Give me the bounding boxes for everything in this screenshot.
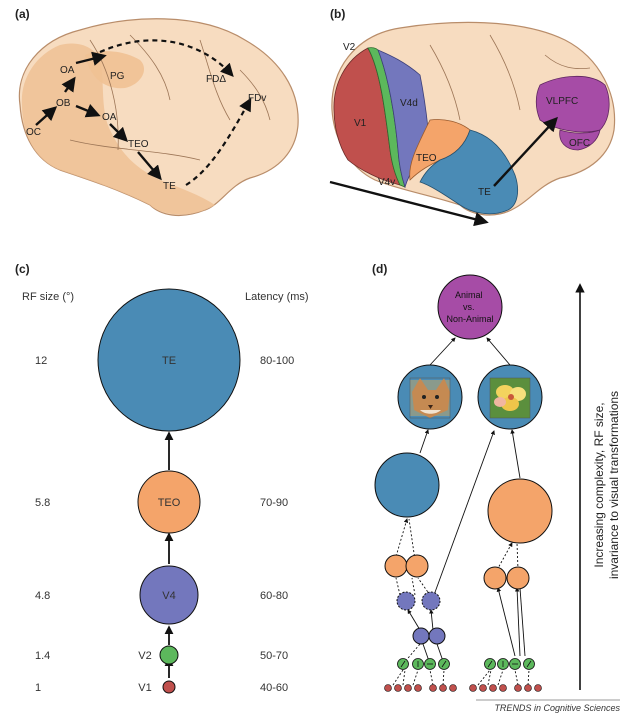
node-v4-small xyxy=(396,591,416,611)
network-connections xyxy=(392,337,530,686)
arrow-ob-oa2 xyxy=(75,103,101,118)
latency-v1: 40-60 xyxy=(260,682,288,694)
arrow-oa-teo xyxy=(109,123,129,143)
node-animal-label: Animal vs. Non-Animal xyxy=(446,290,493,324)
node-teo-small xyxy=(405,554,429,578)
latency-teo: 70-90 xyxy=(260,497,288,509)
node-teo-right xyxy=(487,478,553,544)
v1-nodes xyxy=(384,684,542,692)
node-teo-small xyxy=(483,566,507,590)
node-v4-small xyxy=(421,591,441,611)
arrow-teo-te xyxy=(137,151,162,181)
v2-nodes xyxy=(397,658,535,670)
latency-v2: 50-70 xyxy=(260,650,288,662)
label-teo: TEO xyxy=(128,139,149,150)
brain-a xyxy=(18,18,299,217)
circle-v1-label: V1 xyxy=(138,682,151,694)
node-te-left xyxy=(374,452,440,518)
label-v4v: V4v xyxy=(378,177,395,188)
axis-label-line2: invariance to visual transformations xyxy=(607,391,621,579)
area-te xyxy=(419,129,519,215)
panel-b-label: (b) xyxy=(330,7,345,21)
label-te-b: TE xyxy=(478,187,491,198)
credit-text: TRENDS in Cognitive Sciences xyxy=(494,703,620,713)
node-cat-image xyxy=(397,364,463,430)
label-oa: OA xyxy=(60,65,75,76)
node-v4-small xyxy=(412,627,430,645)
node-teo-small xyxy=(506,566,530,590)
circle-v1 xyxy=(162,680,176,694)
sulcus xyxy=(544,54,591,70)
node-animal-vs-non-animal xyxy=(437,274,503,340)
circle-teo-label: TEO xyxy=(158,497,181,509)
arrow-oa-pg xyxy=(75,51,107,66)
arrow-ventral-stream xyxy=(329,180,489,227)
rf-v2: 1.4 xyxy=(35,650,50,662)
sulcus xyxy=(489,34,521,111)
label-fd-delta: FDΔ xyxy=(206,74,226,85)
arrow-te-vlpfc xyxy=(493,116,558,187)
arrow-ob-oa xyxy=(61,76,76,93)
circle-v4-label: V4 xyxy=(162,590,175,602)
arrow-te-fdv xyxy=(185,97,252,186)
label-v4d: V4d xyxy=(400,98,418,109)
label-ob: OB xyxy=(56,98,71,109)
area-ofc xyxy=(559,129,601,151)
label-oa-2: OA xyxy=(102,112,117,123)
circle-teo xyxy=(137,470,201,534)
rf-size-header: RF size (°) xyxy=(22,291,74,303)
rf-teo: 5.8 xyxy=(35,497,50,509)
panel-b: (b) V2 V4d V1 TEO V4v TE VLPFC OFC xyxy=(329,7,616,227)
arrow-pg-fd xyxy=(99,39,234,77)
label-fdv: FDv xyxy=(248,93,266,104)
label-teo-b: TEO xyxy=(416,153,437,164)
panel-d-label: (d) xyxy=(372,262,387,276)
label-te: TE xyxy=(163,181,176,192)
node-v4-small xyxy=(428,627,446,645)
label-ofc: OFC xyxy=(569,138,590,149)
node-flower-image xyxy=(477,364,543,430)
sulcus xyxy=(69,139,201,161)
panel-c-label: (c) xyxy=(15,262,30,276)
circle-v2-label: V2 xyxy=(138,650,151,662)
sulcus xyxy=(199,39,231,121)
circle-te xyxy=(97,288,241,432)
circle-v2 xyxy=(159,645,179,665)
sulcus xyxy=(429,44,461,121)
latency-header: Latency (ms) xyxy=(245,291,309,303)
sulcus xyxy=(239,69,271,121)
panel-a: (a) OC OB OA PG OA TEO TE FDΔ FDv xyxy=(15,7,299,217)
panel-c: (c) RF size (°) Latency (ms) TE TEO V4 V… xyxy=(15,262,309,694)
rf-te: 12 xyxy=(35,355,47,367)
panel-a-label: (a) xyxy=(15,7,30,21)
rf-v1: 1 xyxy=(35,682,41,694)
circle-te-label: TE xyxy=(162,355,176,367)
node-teo-small xyxy=(384,554,408,578)
circle-v4 xyxy=(139,565,199,625)
latency-te: 80-100 xyxy=(260,355,294,367)
label-oc: OC xyxy=(26,127,41,138)
latency-v4: 60-80 xyxy=(260,590,288,602)
label-v1: V1 xyxy=(354,118,367,129)
axis-label-line1: Increasing complexity, RF size, xyxy=(592,402,606,567)
label-vlpfc: VLPFC xyxy=(546,96,578,107)
rf-v4: 4.8 xyxy=(35,590,50,602)
label-v2: V2 xyxy=(343,42,356,53)
label-pg: PG xyxy=(110,71,125,82)
panel-d: (d) xyxy=(372,262,621,692)
arrow-oc-ob xyxy=(35,106,58,126)
